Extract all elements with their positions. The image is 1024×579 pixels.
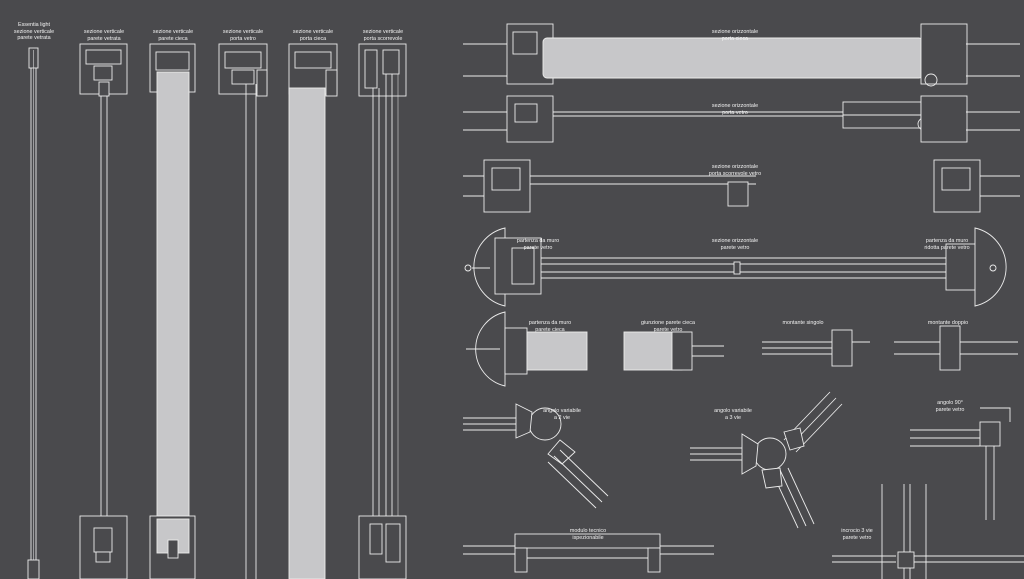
label-line: a 2 vie	[554, 414, 570, 421]
label-line: ispezionabile	[572, 534, 604, 541]
label-line: sezione orizzontale	[711, 29, 759, 36]
label-line: partenza da muro	[516, 238, 560, 245]
hs-porta-scorrevole-vetro	[463, 159, 1020, 213]
label-line: parete cieca	[158, 35, 188, 42]
hs-porta-cieca	[463, 23, 1020, 87]
label-montante-singolo: montante singolo	[782, 308, 823, 333]
hs-modulo-tecnico	[463, 533, 714, 573]
label-line: ridotta parete vetro	[924, 244, 970, 251]
label-line: parete vetrata	[17, 34, 51, 41]
label-montante-doppio: montante doppio	[928, 308, 968, 333]
label-line: montante singolo	[782, 320, 824, 327]
label-line: sezione verticale	[13, 28, 55, 35]
hs-angolo-90	[910, 407, 1011, 520]
label-line: parete vetro	[720, 244, 750, 251]
label-line: angolo 90°	[937, 400, 963, 407]
label-line: porta vetro	[230, 35, 256, 42]
hs-incrocio-3-vie	[832, 484, 1024, 579]
vs-essentia-light	[27, 47, 40, 579]
label-line: sezione verticale	[362, 29, 404, 36]
hs-montante-singolo	[762, 329, 870, 367]
label-line: giunzione parete cieca	[641, 320, 695, 327]
vs-porta-cieca	[288, 43, 338, 579]
label-line: montante doppio	[927, 320, 969, 327]
label-line: parete vetro	[653, 326, 683, 333]
label-line: porta cieca	[721, 35, 749, 42]
label-line: incrocio 3 vie	[841, 528, 873, 535]
hs-angolo-3-vie	[690, 391, 843, 529]
label-line: Essentia light	[17, 22, 51, 29]
label-line: partenza da muro	[528, 320, 572, 327]
label-line: porta scorrevole vetro	[708, 170, 762, 177]
label-line: sezione verticale	[222, 29, 264, 36]
hs-angolo-2-vie	[463, 403, 609, 509]
label-line: porta scorrevole	[363, 35, 403, 42]
label-line: sezione verticale	[152, 29, 194, 36]
hs-porta-vetro	[463, 95, 1020, 143]
vs-parete-cieca	[149, 43, 196, 579]
hs-montante-doppio	[894, 325, 1018, 371]
vs-porta-vetro	[218, 43, 268, 579]
label-line: parete vetro	[935, 406, 965, 413]
label-line: parete vetrata	[87, 35, 121, 42]
hs-giunzione-parete-cieca	[623, 331, 724, 371]
label-line: partenza da muro	[925, 238, 969, 245]
label-angolo-90: angolo 90°parete vetro	[936, 388, 965, 419]
label-line: a 3 vie	[725, 414, 741, 421]
label-line: porta cieca	[299, 35, 327, 42]
label-line: sezione verticale	[83, 29, 125, 36]
label-line: porta vetro	[722, 109, 748, 116]
label-line: sezione verticale	[292, 29, 334, 36]
hs-parete-vetro-wall-start	[464, 227, 1007, 307]
label-line: sezione orizzontale	[711, 103, 759, 110]
label-line: angolo variabile	[714, 408, 752, 415]
label-line: sezione orizzontale	[711, 238, 759, 245]
label-line: parete vetro	[842, 534, 872, 541]
label-line: angolo variabile	[543, 408, 581, 415]
vs-porta-scorrevole	[358, 43, 407, 579]
label-line: parete cieca	[535, 326, 565, 333]
label-line: parete vetro	[523, 244, 553, 251]
label-line: modulo tecnico	[569, 528, 607, 535]
vs-parete-vetrata	[79, 43, 128, 579]
label-line: sezione orizzontale	[711, 164, 759, 171]
hs-parete-cieca-wall-start	[466, 311, 588, 387]
